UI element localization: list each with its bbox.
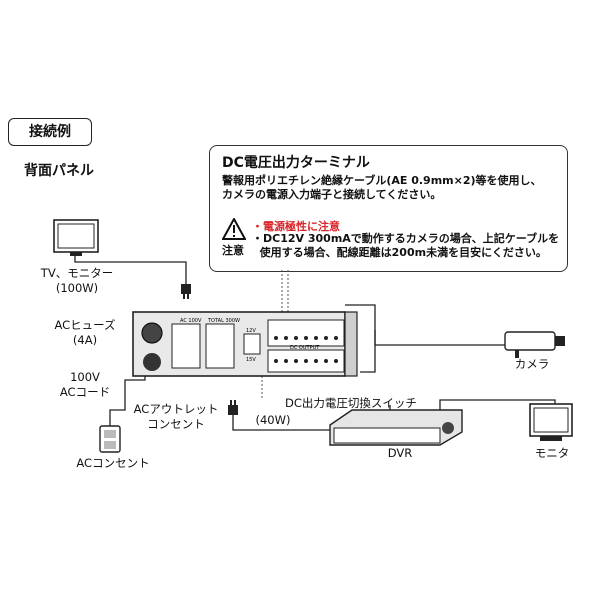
dvr-icon [329,409,463,446]
warning-triangle-icon [222,218,246,240]
label-ac-fuse: ACヒューズ (4A) [54,318,116,347]
section-tag: 接続例 [8,118,92,146]
callout-title: DC電圧出力ターミナル [222,155,370,171]
label-camera: カメラ [514,357,550,371]
device-12v: 12V [246,328,256,334]
distance-warning: ・DC12V 300mAで動作するカメラの場合、上記ケーブルを 使用する場合、配… [252,232,560,259]
label-dc-switch: DC出力電圧切換スイッチ [285,396,417,410]
caution-label: 注意 [222,244,244,257]
device-dc-output: DC OUTPUT [290,345,320,351]
tv-icon [53,219,99,256]
panel-title: 背面パネル [24,163,94,179]
device-ac-label: AC 100V [180,318,202,324]
label-monitor: モニタ [534,446,570,460]
label-ac-outlet: ACアウトレット コンセント [133,402,219,431]
label-dvr: DVR [387,446,413,460]
power-supply-unit [132,311,358,377]
monitor-icon [529,403,573,441]
polarity-warning: ・電源極性に注意 [252,220,340,233]
dc-terminal-callout: DC電圧出力ターミナル 警報用ポリエチレン絶縁ケーブル(AE 0.9mm×2)等… [209,145,568,272]
device-15v: 15V [246,357,256,363]
camera-icon [504,331,565,358]
label-40w: (40W) [255,413,291,427]
label-tv-monitor: TV、モニター (100W) [40,266,114,295]
wall-outlet-icon [99,425,121,453]
device-total-label: TOTAL 300W [207,318,240,324]
label-ac-consent: ACコンセント [76,456,150,470]
label-ac-cord: 100V ACコード [59,370,111,399]
plug-icon [181,284,191,299]
callout-body: 警報用ポリエチレン絶縁ケーブル(AE 0.9mm×2)等を使用し、 カメラの電源… [222,174,542,201]
terminal-screws [274,336,338,363]
plug-icon [228,400,238,415]
